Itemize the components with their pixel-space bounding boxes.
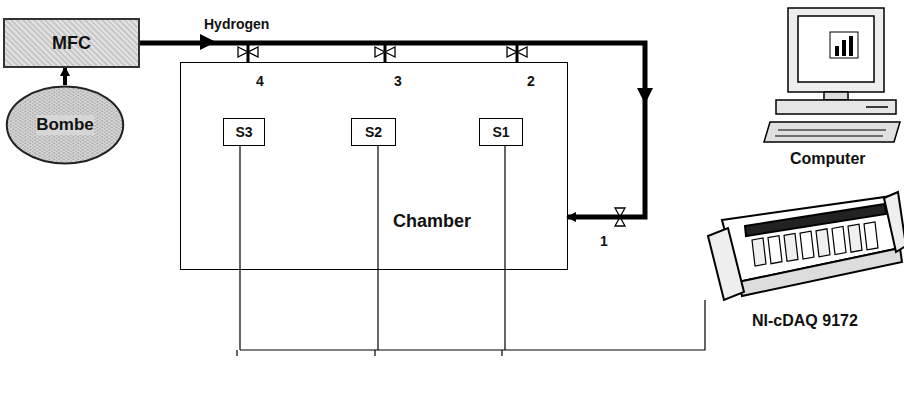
- node-text: Chamber: [393, 211, 471, 232]
- node-text: S1: [492, 124, 509, 140]
- mfc-box: MFC: [3, 18, 140, 68]
- hydrogen-line: [140, 43, 645, 217]
- node-text: S2: [365, 124, 382, 140]
- sensor-box: S2: [351, 118, 396, 146]
- computer-icon: [764, 8, 900, 142]
- valve-symbols: [238, 47, 625, 226]
- signal-wires: [237, 145, 705, 356]
- daq-chassis: [708, 192, 904, 300]
- gas-cylinder: Bombe: [5, 85, 125, 165]
- callout-number: 2: [527, 74, 535, 89]
- edge-label: Hydrogen: [202, 17, 271, 32]
- node-text: Bombe: [36, 115, 94, 135]
- sensor-box: S3: [223, 118, 265, 146]
- node-text: MFC: [52, 33, 91, 54]
- callout-number: 4: [256, 74, 264, 89]
- callout-number: 1: [600, 234, 608, 249]
- node-text: S3: [235, 124, 252, 140]
- callout-number: 3: [394, 74, 402, 89]
- gas-supply-line: [63, 68, 67, 85]
- device-label: Computer: [790, 150, 866, 168]
- device-label: NI-cDAQ 9172: [752, 312, 858, 330]
- sensor-box: S1: [479, 118, 523, 146]
- chamber-box: Chamber S3 S2 S1: [180, 62, 568, 270]
- daq-module-slots: [752, 222, 878, 266]
